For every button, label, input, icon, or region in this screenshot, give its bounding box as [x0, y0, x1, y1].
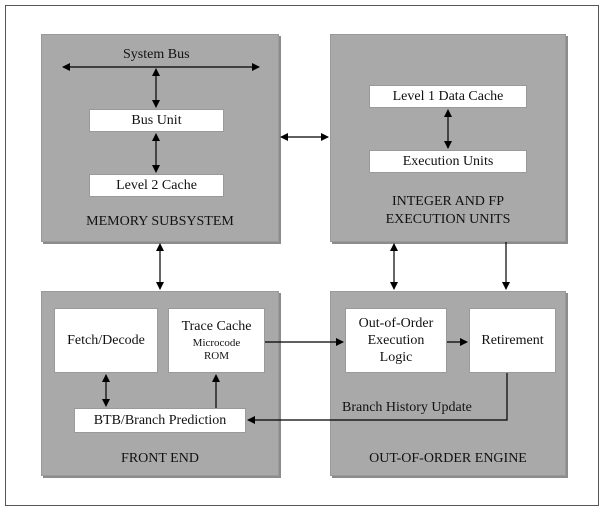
bus-unit-label: Bus Unit [131, 113, 182, 128]
fetch-decode-box: Fetch/Decode [54, 308, 158, 373]
execution-units-title-line2: EXECUTION UNITS [385, 212, 511, 227]
branch-history-update-arrow [247, 373, 508, 424]
execution-units-title: INTEGER AND FP EXECUTION UNITS [330, 193, 566, 229]
retirement-box: Retirement [469, 308, 556, 373]
btb-branch-prediction-label: BTB/Branch Prediction [93, 413, 227, 428]
trace-cache-label: Trace Cache [181, 319, 252, 334]
level2-cache-box: Level 2 Cache [89, 174, 224, 197]
out-of-order-engine-title: OUT-OF-ORDER ENGINE [369, 451, 527, 466]
branch-history-update-label: Branch History Update [342, 400, 472, 415]
level1-data-cache-label: Level 1 Data Cache [392, 89, 504, 104]
system-bus-label: System Bus [123, 47, 190, 62]
execution-units-label: Execution Units [402, 154, 494, 169]
bus-unit-box: Bus Unit [89, 109, 224, 132]
level2-cache-label: Level 2 Cache [116, 178, 197, 193]
btb-branch-prediction-box: BTB/Branch Prediction [74, 408, 246, 433]
microcode-label: Microcode [192, 337, 241, 349]
ooo-execution-logic-box: Out-of-Order Execution Logic [345, 308, 447, 373]
trace-cache-box: Trace Cache Microcode ROM [168, 308, 265, 373]
execution-units-title-line1: INTEGER AND FP [391, 194, 504, 209]
execution-units-box: Execution Units [369, 150, 527, 173]
front-end-title: FRONT END [121, 451, 199, 466]
ooo-line3: Logic [379, 350, 413, 365]
fetch-decode-label: Fetch/Decode [67, 333, 145, 348]
memory-subsystem-title: MEMORY SUBSYSTEM [86, 214, 234, 229]
ooo-line1: Out-of-Order [358, 316, 434, 331]
ooo-line2: Execution [367, 333, 425, 348]
level1-data-cache-box: Level 1 Data Cache [369, 85, 527, 108]
microcode-rom-label: ROM [203, 350, 230, 362]
retirement-label: Retirement [481, 333, 544, 348]
